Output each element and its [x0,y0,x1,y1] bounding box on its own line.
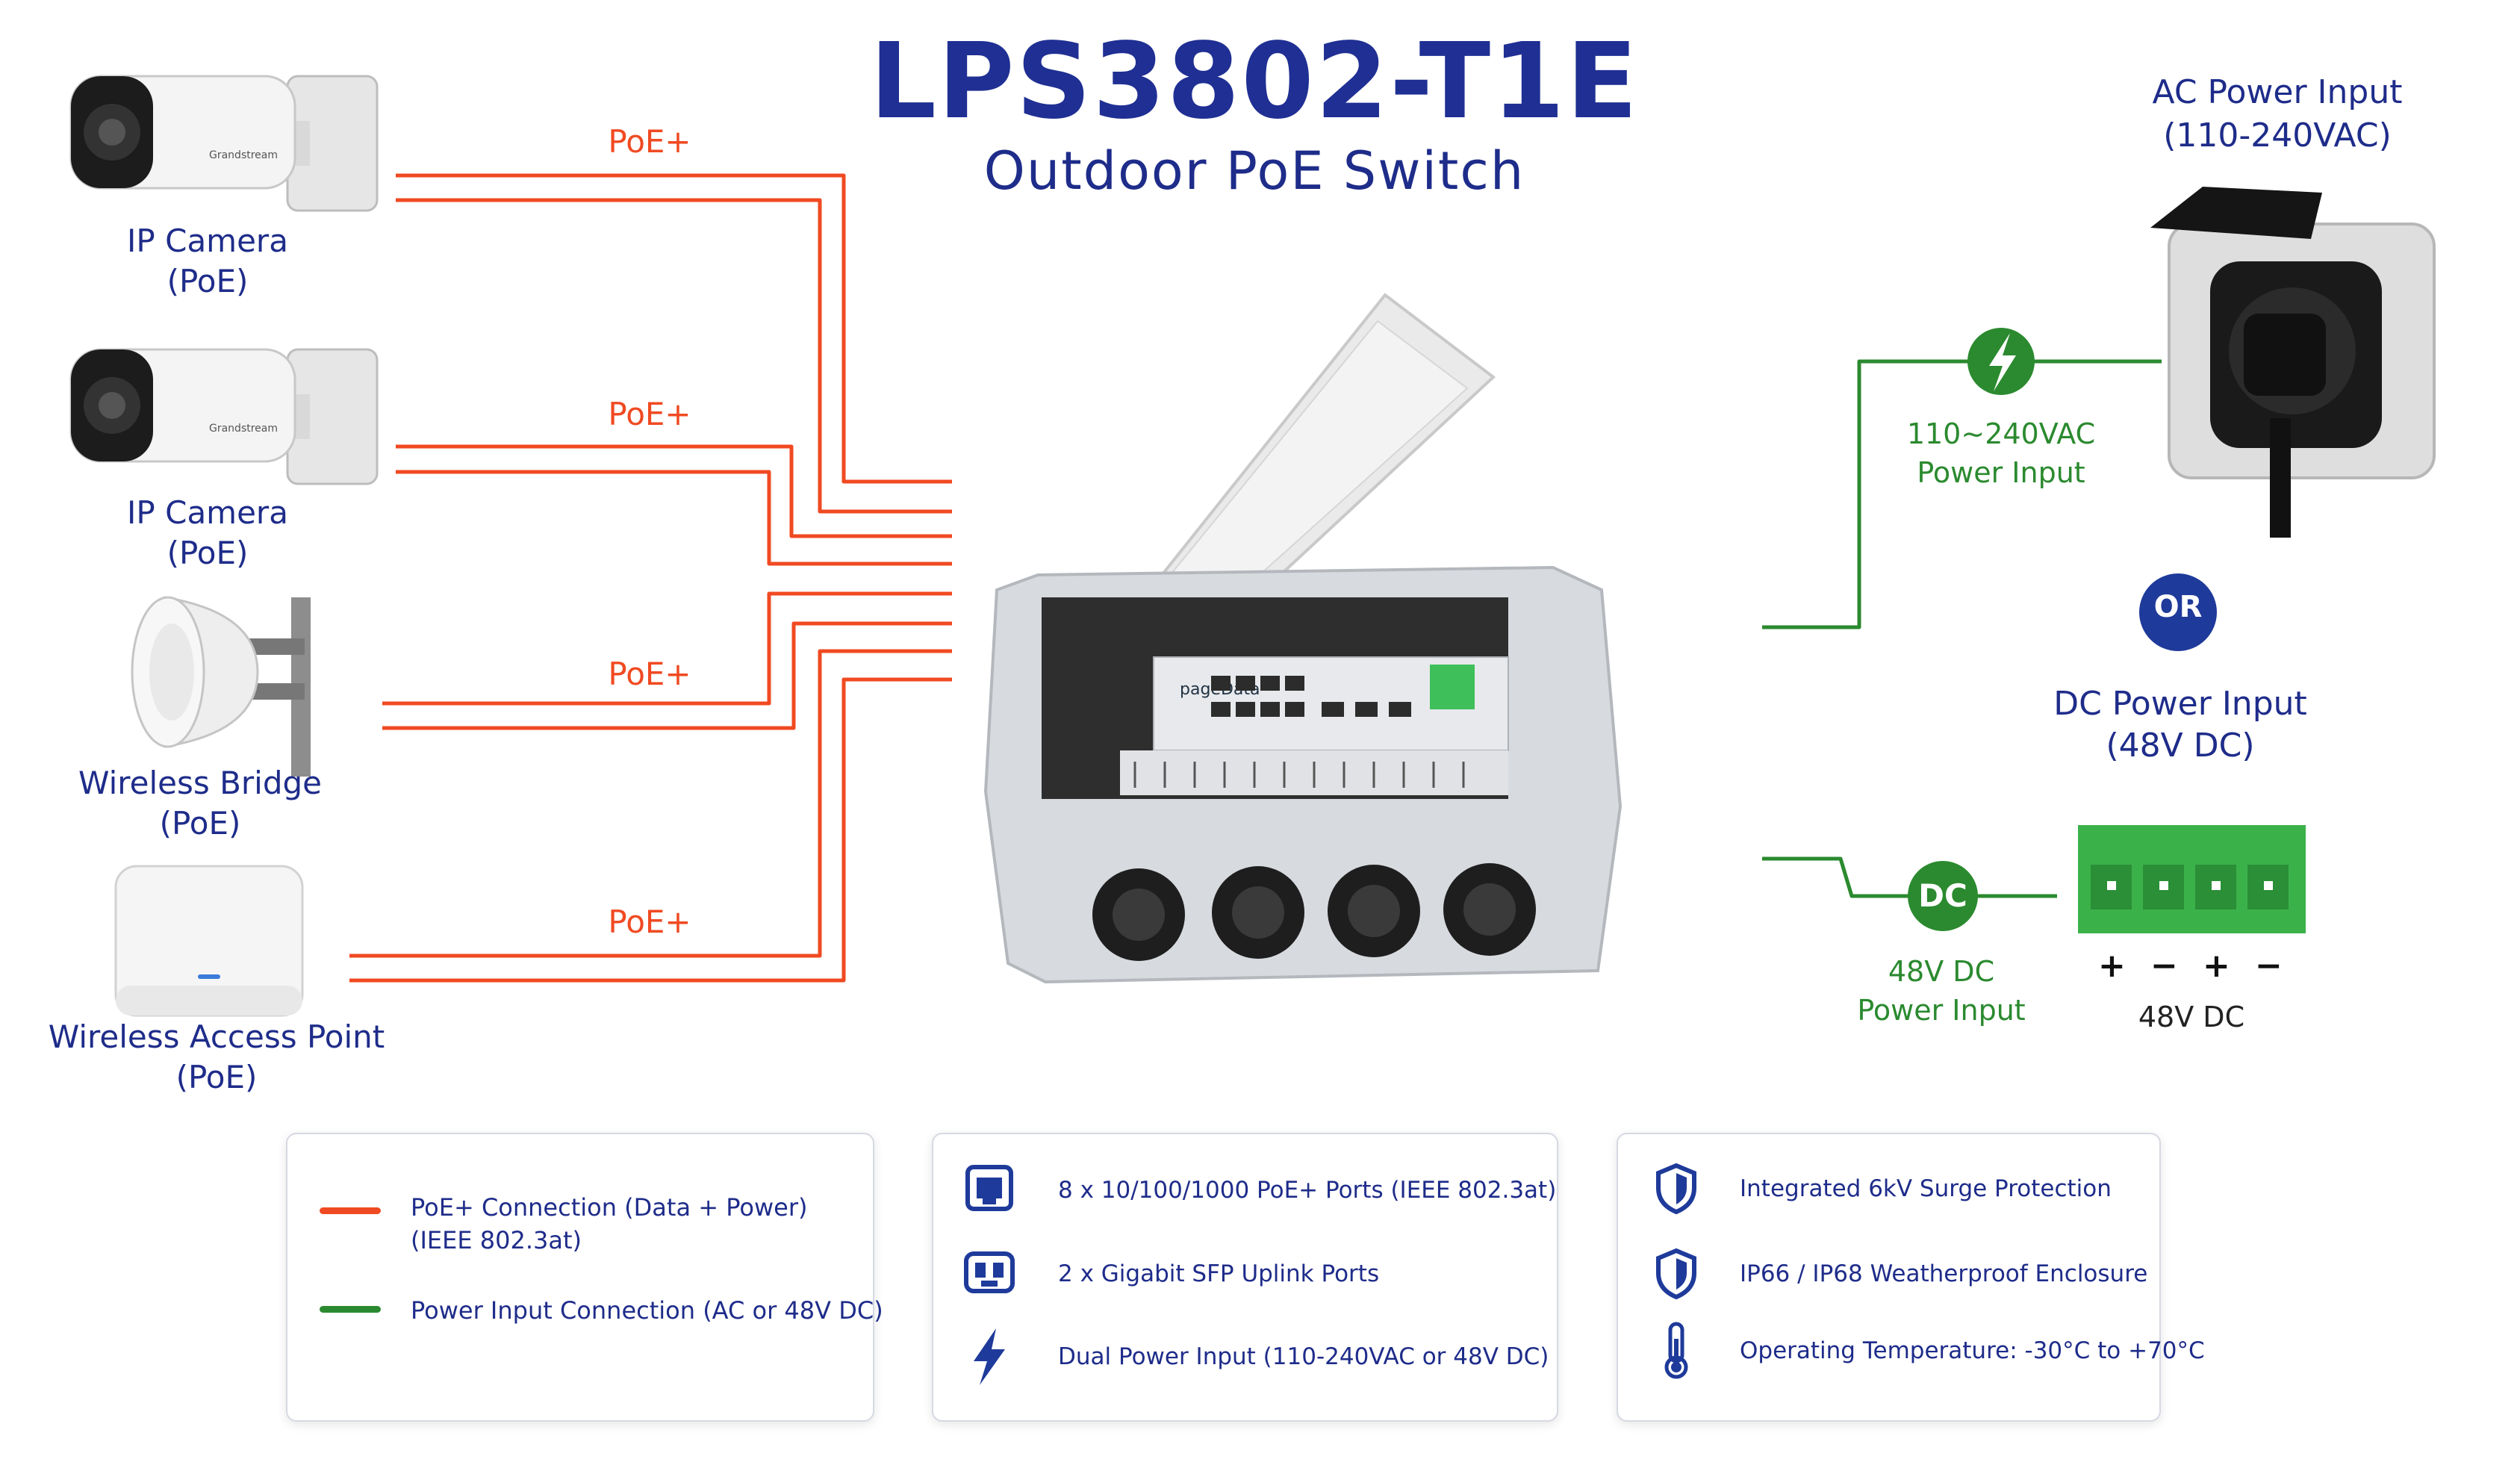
power-legend-swatch [320,1306,381,1313]
poe-legend-swatch [320,1207,381,1214]
poe-line-ap-a [349,649,952,958]
device-label: Wireless Access Point(PoE) [48,1018,385,1095]
sfp-port-icon [964,1251,1015,1293]
ip-camera-icon: Grandstream [69,348,379,485]
poe-link-label: PoE+ [608,656,691,692]
dc-badge-label: DC [1918,877,1967,914]
poe-link-label: PoE+ [608,396,691,432]
poe-link-label: PoE+ [608,123,691,160]
terminal-sign: + [2203,947,2230,985]
device-label: IP Camera(PoE) [127,223,288,299]
device-label: Wireless Bridge(PoE) [78,765,322,842]
device-label: IP Camera(PoE) [127,494,288,571]
poe-line-bridge-b [382,621,952,730]
feature-row: Integrated 6kV Surge Protection [1654,1163,2112,1215]
features-card-ports: 8 x 10/100/1000 PoE+ Ports (IEEE 802.3at… [932,1133,1558,1422]
poe-line-camera-2a [396,444,952,538]
lightning-bolt-icon [974,1328,1005,1385]
shield-icon [1656,1248,1696,1300]
thermometer-icon [1664,1322,1688,1379]
terminal-sign: − [2255,947,2283,985]
access-point-icon [114,865,304,1017]
page-title: LPS3802-T1E [869,21,1640,143]
poe-legend-text: PoE+ Connection (Data + Power)(IEEE 802.… [411,1193,808,1254]
poe-line-camera-1b [396,198,952,514]
terminal-sign: − [2150,947,2178,985]
terminal-sign: + [2098,947,2126,985]
feature-row: Dual Power Input (110-240VAC or 48V DC) [963,1327,1549,1387]
terminal-label: 48V DC [2138,1001,2245,1033]
lightning-bolt-icon [1989,333,2016,391]
or-badge [2139,573,2217,651]
poe-link-label: PoE+ [608,903,691,940]
poe-line-bridge-a [382,591,952,706]
camera-brand: Grandstream [209,149,278,161]
ethernet-port-icon [965,1165,1013,1211]
or-label: OR [2153,590,2203,624]
camera-brand: Grandstream [209,423,278,435]
poe-line-camera-1a [396,173,952,484]
shield-icon [1656,1163,1696,1215]
ac-power-title: AC Power Input(110-240VAC) [2152,73,2403,155]
legend-card: PoE+ Connection (Data + Power)(IEEE 802.… [286,1133,883,1422]
feature-row: 2 x Gigabit SFP Uplink Ports [963,1248,1379,1300]
dc-power-title: DC Power Input(48V DC) [2053,685,2307,765]
poe-line-ap-b [349,677,952,983]
poe-line-camera-2b [396,470,952,566]
power-legend-text: Power Input Connection (AC or 48V DC) [411,1296,883,1325]
ip-camera-icon: Grandstream [69,75,379,212]
feature-row: IP66 / IP68 Weatherproof Enclosure [1654,1248,2147,1300]
feature-row: Operating Temperature: -30°C to +70°C [1654,1321,2205,1381]
wireless-bridge-icon [131,596,311,777]
dc-power-badge [1908,861,1978,931]
features-card-protection: Integrated 6kV Surge Protection IP66 / I… [1617,1133,2205,1422]
page-subtitle: Outdoor PoE Switch [983,140,1525,202]
feature-row: 8 x 10/100/1000 PoE+ Ports (IEEE 802.3at… [963,1164,1556,1216]
